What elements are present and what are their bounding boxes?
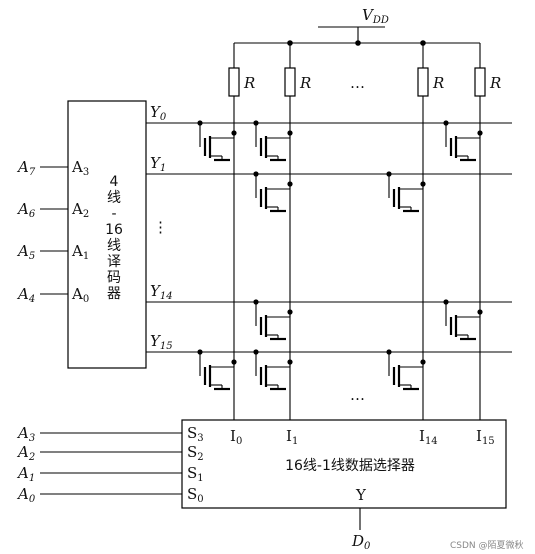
nmos-transistor [253, 171, 293, 213]
decoder-input-signal: A5 [16, 242, 35, 262]
mux-output-pin: Y [355, 486, 367, 504]
mux-select-signal: A2 [16, 443, 35, 463]
column-ellipsis-bottom: … [350, 386, 365, 404]
decoder-input-pin: A1 [71, 242, 89, 262]
memory-cells [197, 120, 483, 391]
nmos-transistor [386, 171, 426, 213]
decoder-input-signal: A4 [16, 285, 35, 305]
decoder-input-signal: A7 [16, 158, 36, 178]
decoder-output-label: Y0 [150, 103, 167, 123]
mux-data-pin: I15 [476, 427, 495, 447]
mux-box [181, 419, 507, 509]
mux-select-pin: S2 [187, 443, 204, 463]
svg-text:D0: D0 [351, 532, 371, 552]
decoder-box [67, 100, 147, 369]
resistor-label: R [299, 74, 311, 92]
mux-select-signal: A1 [16, 464, 35, 484]
mux-data-pin: I1 [286, 427, 298, 447]
mux-data-pin: I14 [419, 427, 438, 447]
decoder-output-label: Y15 [150, 332, 173, 352]
output-signal-subscript: 0 [364, 541, 371, 552]
output-signal-label: D [351, 532, 364, 550]
decoder-output-label: Y1 [150, 154, 166, 174]
mux-data-inputs: I0 I1 I14 I15 [230, 427, 495, 447]
vdd-subscript: DD [372, 15, 389, 26]
column-ellipsis-top: … [350, 74, 365, 92]
mux-select-pin: S3 [187, 424, 204, 444]
svg-text:VDD: VDD [362, 6, 389, 26]
resistor [474, 67, 486, 97]
row-vdots: ⋮ [153, 218, 168, 236]
decoder-input-pin: A2 [71, 200, 89, 220]
nmos-transistor [253, 349, 293, 391]
resistor [417, 67, 429, 97]
mux-title: 16线-1线数据选择器 [285, 458, 415, 474]
nmos-transistor [386, 349, 426, 391]
mux-select-signal: A3 [16, 424, 35, 444]
watermark: CSDN @陌夏微秋 [450, 539, 524, 551]
nmos-transistor [443, 299, 483, 341]
mux-block: 16线-1线数据选择器 Y [181, 419, 507, 509]
nmos-transistor [197, 349, 237, 391]
mux-select-pin: S1 [187, 464, 204, 484]
decoder-input-signal: A6 [16, 200, 36, 220]
mux-select-pin: S0 [187, 485, 204, 505]
resistor-label: R [489, 74, 501, 92]
decoder-input-pin: A3 [71, 158, 89, 178]
resistor [228, 67, 240, 97]
nmos-transistor [253, 299, 293, 341]
vdd-label: V [362, 6, 375, 24]
nmos-transistor [443, 120, 483, 162]
vdd-supply: VDD [318, 6, 389, 46]
bit-lines [233, 43, 481, 420]
mux-data-pin: I0 [230, 427, 242, 447]
nmos-transistor [253, 120, 293, 162]
mux-select-signal: A0 [16, 485, 36, 505]
resistor-label: R [432, 74, 444, 92]
decoder-input-pin: A0 [71, 285, 89, 305]
mux-output: D0 [351, 508, 371, 552]
resistor [284, 67, 296, 97]
nmos-transistor [197, 120, 237, 162]
decoder-output-label: Y14 [150, 282, 173, 302]
resistor-label: R [243, 74, 255, 92]
